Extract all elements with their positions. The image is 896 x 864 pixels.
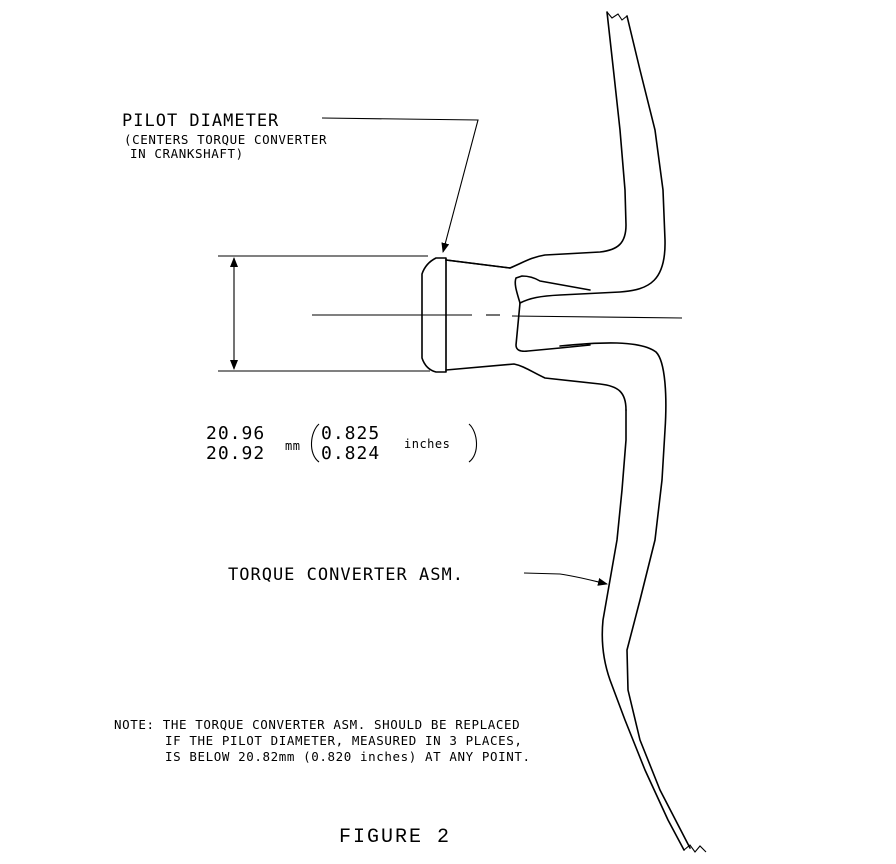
converter-wall-lower-left [601, 409, 685, 851]
dim-in-max: 0.825 [321, 423, 380, 444]
hub-bottom-edge [445, 363, 627, 411]
pilot-outline [421, 257, 447, 373]
converter-break-top [606, 11, 628, 21]
center-line [312, 314, 683, 319]
right-paren [468, 423, 478, 463]
leaders [321, 117, 608, 586]
pilot-leader [321, 117, 479, 253]
hub-top-edge [445, 259, 511, 269]
note-line-3: IS BELOW 20.82mm (0.820 inches) AT ANY P… [165, 749, 531, 764]
left-paren [310, 423, 320, 463]
dim-mm-min: 20.92 [206, 443, 265, 464]
note-line-2: IF THE PILOT DIAMETER, MEASURED IN 3 PLA… [165, 733, 523, 748]
dim-mm-unit: mm [285, 439, 300, 453]
converter-wall-upper-right [519, 15, 666, 304]
dim-in-min: 0.824 [321, 443, 380, 464]
converter-leader [523, 572, 608, 586]
dimension [218, 255, 430, 372]
center-line-right [511, 315, 683, 319]
converter-label: TORQUE CONVERTER ASM. [228, 565, 464, 585]
figure-caption: FIGURE 2 [339, 826, 451, 849]
converter-wall-upper-left [445, 11, 627, 269]
pilot-note-line-2: IN CRANKSHAFT) [130, 146, 244, 161]
dim-in-unit: inches [404, 437, 450, 451]
pilot-note-line-1: (CENTERS TORQUE CONVERTER [124, 132, 327, 147]
converter-break-bottom [683, 844, 707, 853]
dimension-brackets [310, 423, 478, 463]
pilot-diameter-title: PILOT DIAMETER [122, 111, 279, 131]
torque-converter-outline [445, 11, 707, 853]
text-labels: PILOT DIAMETER (CENTERS TORQUE CONVERTER… [114, 111, 531, 849]
converter-wall-lower-right [559, 342, 691, 849]
hub-slot [514, 275, 591, 304]
note-line-1: NOTE: THE TORQUE CONVERTER ASM. SHOULD B… [114, 717, 520, 732]
hub-slot-lower [515, 302, 591, 353]
dim-mm-max: 20.96 [206, 423, 265, 444]
